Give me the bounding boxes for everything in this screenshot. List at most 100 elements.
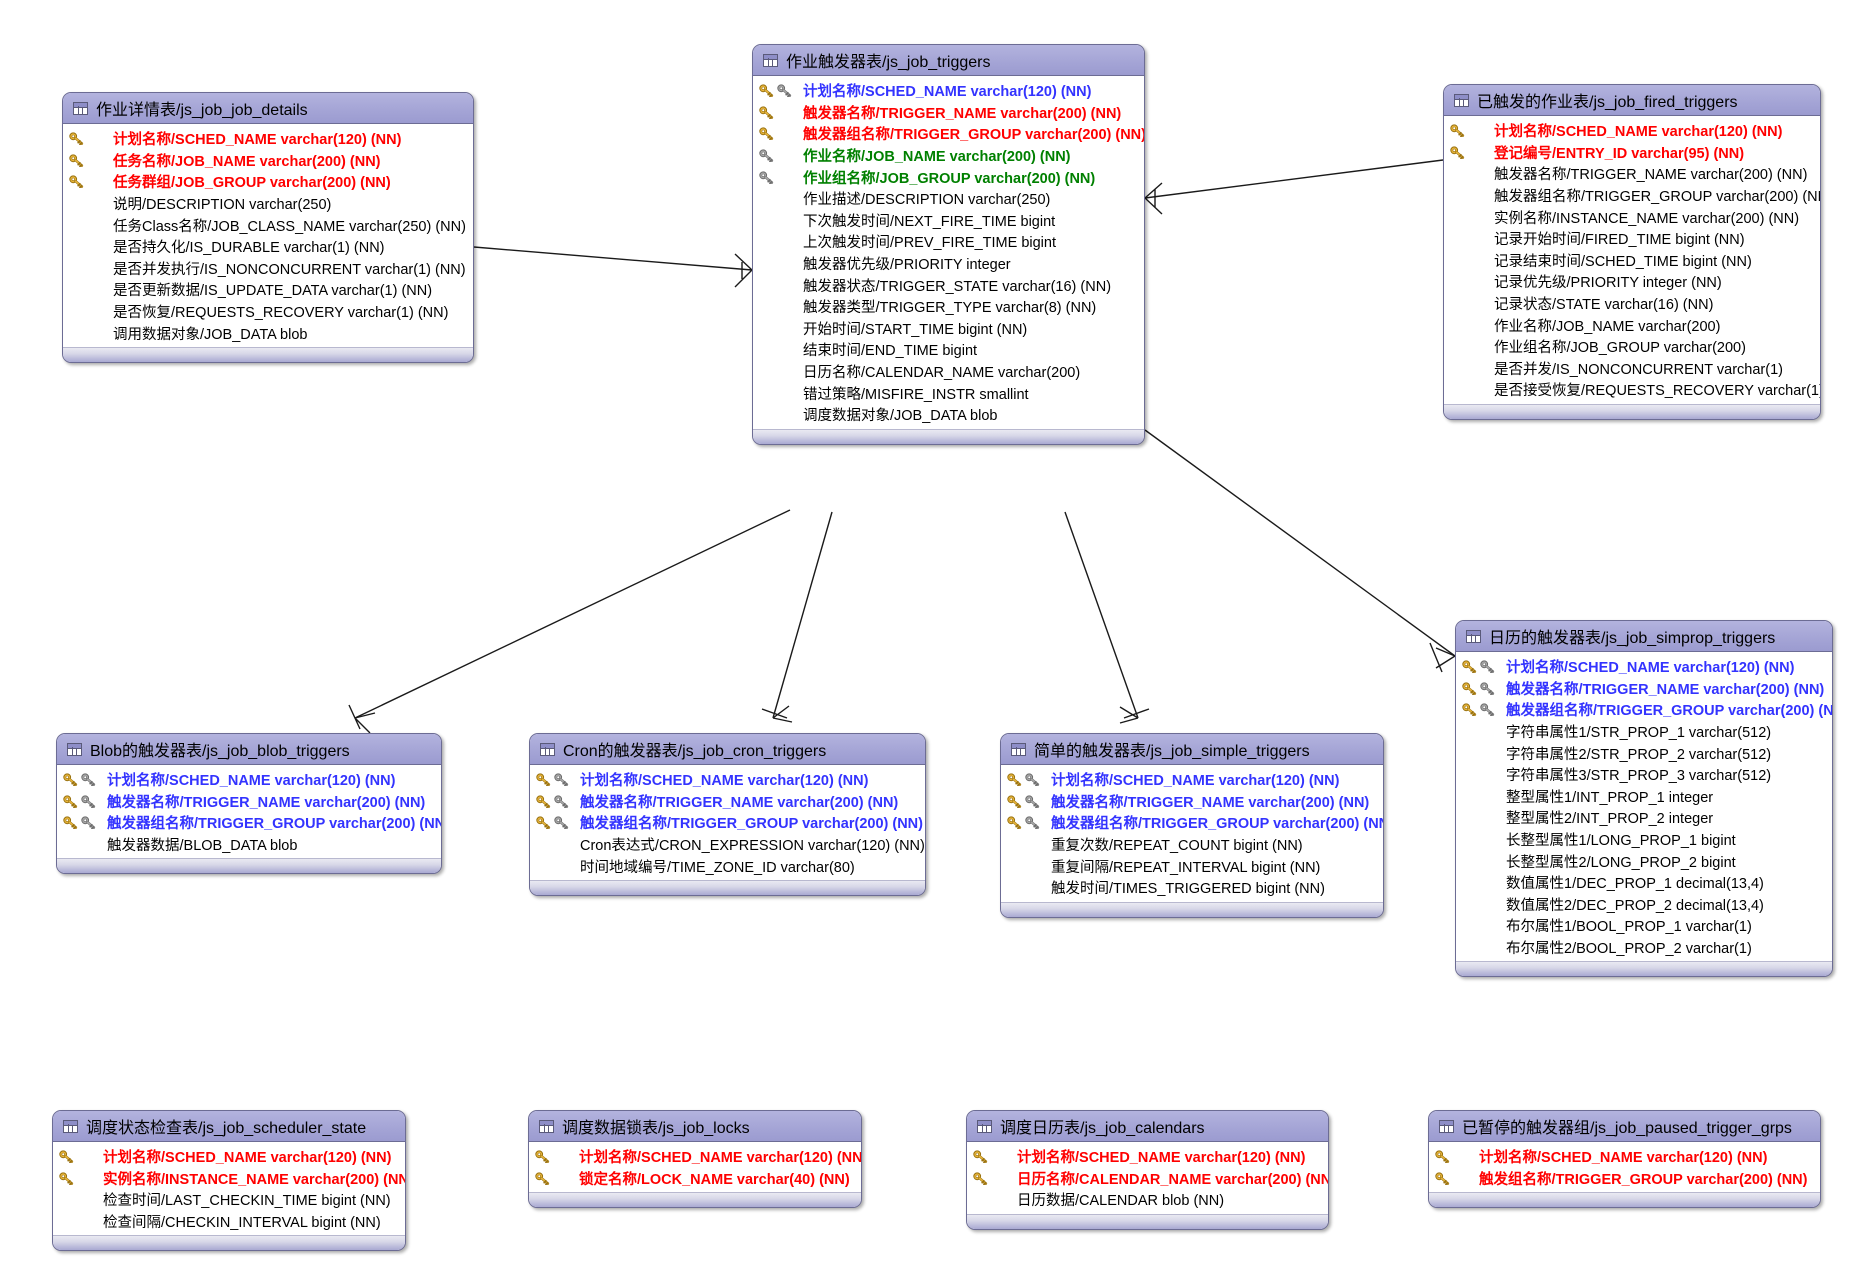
attribute-row[interactable]: 长整型属性2/LONG_PROP_2 bigint	[1456, 850, 1832, 872]
attribute-row[interactable]: 整型属性1/INT_PROP_1 integer	[1456, 786, 1832, 808]
attribute-row[interactable]: 检查间隔/CHECKIN_INTERVAL bigint (NN)	[53, 1211, 405, 1233]
entity-title-calendars[interactable]: 调度日历表/js_job_calendars	[967, 1111, 1328, 1142]
attribute-row[interactable]: 计划名称/SCHED_NAME varchar(120) (NN)	[1456, 656, 1832, 678]
attribute-row[interactable]: 是否恢复/REQUESTS_RECOVERY varchar(1) (NN)	[63, 301, 473, 323]
entity-title-fired_triggers[interactable]: 已触发的作业表/js_job_fired_triggers	[1444, 85, 1820, 116]
attribute-row[interactable]: 触发器组名称/TRIGGER_GROUP varchar(200) (NN)	[1444, 185, 1820, 207]
entity-title-locks[interactable]: 调度数据锁表/js_job_locks	[529, 1111, 861, 1142]
attribute-row[interactable]: 字符串属性1/STR_PROP_1 varchar(512)	[1456, 721, 1832, 743]
attribute-row[interactable]: 任务Class名称/JOB_CLASS_NAME varchar(250) (N…	[63, 214, 473, 236]
attribute-row[interactable]: 记录开始时间/FIRED_TIME bigint (NN)	[1444, 228, 1820, 250]
attribute-row[interactable]: 计划名称/SCHED_NAME varchar(120) (NN)	[753, 80, 1144, 102]
attribute-row[interactable]: 锁定名称/LOCK_NAME varchar(40) (NN)	[529, 1168, 861, 1190]
entity-calendars[interactable]: 调度日历表/js_job_calendars 计划名称/SCHED_NAME va…	[966, 1110, 1329, 1230]
attribute-row[interactable]: 触发器组名称/TRIGGER_GROUP varchar(200) (NN)	[530, 812, 925, 834]
attribute-row[interactable]: 是否更新数据/IS_UPDATE_DATA varchar(1) (NN)	[63, 279, 473, 301]
attribute-row[interactable]: 布尔属性2/BOOL_PROP_2 varchar(1)	[1456, 937, 1832, 959]
attribute-row[interactable]: 触发器名称/TRIGGER_NAME varchar(200) (NN)	[1456, 678, 1832, 700]
entity-title-scheduler_state[interactable]: 调度状态检查表/js_job_scheduler_state	[53, 1111, 405, 1142]
attribute-row[interactable]: 触发器名称/TRIGGER_NAME varchar(200) (NN)	[530, 791, 925, 813]
entity-cron_triggers[interactable]: Cron的触发器表/js_job_cron_triggers 计划名称/SCHED…	[529, 733, 926, 896]
attribute-row[interactable]: 计划名称/SCHED_NAME varchar(120) (NN)	[529, 1146, 861, 1168]
entity-title-cron_triggers[interactable]: Cron的触发器表/js_job_cron_triggers	[530, 734, 925, 765]
attribute-row[interactable]: 说明/DESCRIPTION varchar(250)	[63, 193, 473, 215]
attribute-row[interactable]: 时间地域编号/TIME_ZONE_ID varchar(80)	[530, 855, 925, 877]
attribute-row[interactable]: 是否并发执行/IS_NONCONCURRENT varchar(1) (NN)	[63, 258, 473, 280]
entity-title-triggers[interactable]: 作业触发器表/js_job_triggers	[753, 45, 1144, 76]
attribute-row[interactable]: 作业名称/JOB_NAME varchar(200) (NN)	[753, 145, 1144, 167]
attribute-row[interactable]: 实例名称/INSTANCE_NAME varchar(200) (NN)	[1444, 206, 1820, 228]
attribute-row[interactable]: 作业组名称/JOB_GROUP varchar(200)	[1444, 336, 1820, 358]
attribute-row[interactable]: 实例名称/INSTANCE_NAME varchar(200) (NN)	[53, 1168, 405, 1190]
attribute-row[interactable]: 记录状态/STATE varchar(16) (NN)	[1444, 293, 1820, 315]
attribute-row[interactable]: 日历名称/CALENDAR_NAME varchar(200)	[753, 361, 1144, 383]
attribute-row[interactable]: 重复间隔/REPEAT_INTERVAL bigint (NN)	[1001, 855, 1383, 877]
attribute-row[interactable]: 触发器组名称/TRIGGER_GROUP varchar(200) (NN)	[1456, 699, 1832, 721]
attribute-row[interactable]: 计划名称/SCHED_NAME varchar(120) (NN)	[57, 769, 441, 791]
attribute-row[interactable]: 触发器数据/BLOB_DATA blob	[57, 834, 441, 856]
attribute-row[interactable]: 触发器类型/TRIGGER_TYPE varchar(8) (NN)	[753, 296, 1144, 318]
entity-paused_trigger_grps[interactable]: 已暂停的触发器组/js_job_paused_trigger_grps 计划名称/…	[1428, 1110, 1821, 1209]
attribute-row[interactable]: 计划名称/SCHED_NAME varchar(120) (NN)	[63, 128, 473, 150]
attribute-row[interactable]: 计划名称/SCHED_NAME varchar(120) (NN)	[967, 1146, 1328, 1168]
attribute-row[interactable]: 长整型属性1/LONG_PROP_1 bigint	[1456, 829, 1832, 851]
entity-scheduler_state[interactable]: 调度状态检查表/js_job_scheduler_state 计划名称/SCHED…	[52, 1110, 406, 1252]
attribute-row[interactable]: 错过策略/MISFIRE_INSTR smallint	[753, 382, 1144, 404]
attribute-row[interactable]: 触发组名称/TRIGGER_GROUP varchar(200) (NN)	[1429, 1168, 1820, 1190]
entity-title-simprop_triggers[interactable]: 日历的触发器表/js_job_simprop_triggers	[1456, 621, 1832, 652]
attribute-row[interactable]: 触发器名称/TRIGGER_NAME varchar(200) (NN)	[57, 791, 441, 813]
attribute-row[interactable]: 触发器优先级/PRIORITY integer	[753, 253, 1144, 275]
attribute-row[interactable]: 触发器组名称/TRIGGER_GROUP varchar(200) (NN)	[753, 123, 1144, 145]
entity-title-blob_triggers[interactable]: Blob的触发器表/js_job_blob_triggers	[57, 734, 441, 765]
attribute-row[interactable]: 布尔属性1/BOOL_PROP_1 varchar(1)	[1456, 915, 1832, 937]
attribute-row[interactable]: 上次触发时间/PREV_FIRE_TIME bigint	[753, 231, 1144, 253]
attribute-row[interactable]: 调度数据对象/JOB_DATA blob	[753, 404, 1144, 426]
attribute-row[interactable]: 是否接受恢复/REQUESTS_RECOVERY varchar(1)	[1444, 379, 1820, 401]
attribute-row[interactable]: 数值属性2/DEC_PROP_2 decimal(13,4)	[1456, 894, 1832, 916]
attribute-row[interactable]: 记录优先级/PRIORITY integer (NN)	[1444, 271, 1820, 293]
attribute-row[interactable]: 计划名称/SCHED_NAME varchar(120) (NN)	[1444, 120, 1820, 142]
attribute-row[interactable]: 触发器名称/TRIGGER_NAME varchar(200) (NN)	[753, 102, 1144, 124]
entity-title-job_details[interactable]: 作业详情表/js_job_job_details	[63, 93, 473, 124]
attribute-row[interactable]: 下次触发时间/NEXT_FIRE_TIME bigint	[753, 210, 1144, 232]
attribute-row[interactable]: 日历数据/CALENDAR blob (NN)	[967, 1189, 1328, 1211]
attribute-row[interactable]: 是否持久化/IS_DURABLE varchar(1) (NN)	[63, 236, 473, 258]
attribute-row[interactable]: 数值属性1/DEC_PROP_1 decimal(13,4)	[1456, 872, 1832, 894]
entity-title-paused_trigger_grps[interactable]: 已暂停的触发器组/js_job_paused_trigger_grps	[1429, 1111, 1820, 1142]
attribute-row[interactable]: 触发器名称/TRIGGER_NAME varchar(200) (NN)	[1444, 163, 1820, 185]
attribute-row[interactable]: 计划名称/SCHED_NAME varchar(120) (NN)	[1429, 1146, 1820, 1168]
attribute-row[interactable]: 作业描述/DESCRIPTION varchar(250)	[753, 188, 1144, 210]
entity-blob_triggers[interactable]: Blob的触发器表/js_job_blob_triggers 计划名称/SCHED…	[56, 733, 442, 875]
entity-title-simple_triggers[interactable]: 简单的触发器表/js_job_simple_triggers	[1001, 734, 1383, 765]
attribute-row[interactable]: 触发器组名称/TRIGGER_GROUP varchar(200) (NN)	[57, 812, 441, 834]
attribute-row[interactable]: 结束时间/END_TIME bigint	[753, 339, 1144, 361]
attribute-row[interactable]: 是否并发/IS_NONCONCURRENT varchar(1)	[1444, 358, 1820, 380]
attribute-row[interactable]: 触发器组名称/TRIGGER_GROUP varchar(200) (NN)	[1001, 812, 1383, 834]
attribute-row[interactable]: 作业组名称/JOB_GROUP varchar(200) (NN)	[753, 166, 1144, 188]
attribute-row[interactable]: 调用数据对象/JOB_DATA blob	[63, 322, 473, 344]
attribute-row[interactable]: 字符串属性3/STR_PROP_3 varchar(512)	[1456, 764, 1832, 786]
attribute-row[interactable]: 触发时间/TIMES_TRIGGERED bigint (NN)	[1001, 877, 1383, 899]
entity-fired_triggers[interactable]: 已触发的作业表/js_job_fired_triggers 计划名称/SCHED_…	[1443, 84, 1821, 420]
attribute-row[interactable]: 任务群组/JOB_GROUP varchar(200) (NN)	[63, 171, 473, 193]
entity-triggers[interactable]: 作业触发器表/js_job_triggers 计划名称/SCHED_NAME va…	[752, 44, 1145, 445]
attribute-row[interactable]: 开始时间/START_TIME bigint (NN)	[753, 318, 1144, 340]
attribute-row[interactable]: 记录结束时间/SCHED_TIME bigint (NN)	[1444, 250, 1820, 272]
attribute-row[interactable]: 触发器名称/TRIGGER_NAME varchar(200) (NN)	[1001, 791, 1383, 813]
attribute-row[interactable]: 计划名称/SCHED_NAME varchar(120) (NN)	[1001, 769, 1383, 791]
attribute-row[interactable]: 登记编号/ENTRY_ID varchar(95) (NN)	[1444, 142, 1820, 164]
attribute-row[interactable]: 触发器状态/TRIGGER_STATE varchar(16) (NN)	[753, 274, 1144, 296]
attribute-row[interactable]: 字符串属性2/STR_PROP_2 varchar(512)	[1456, 742, 1832, 764]
attribute-row[interactable]: Cron表达式/CRON_EXPRESSION varchar(120) (NN…	[530, 834, 925, 856]
attribute-row[interactable]: 任务名称/JOB_NAME varchar(200) (NN)	[63, 150, 473, 172]
attribute-row[interactable]: 计划名称/SCHED_NAME varchar(120) (NN)	[53, 1146, 405, 1168]
attribute-row[interactable]: 计划名称/SCHED_NAME varchar(120) (NN)	[530, 769, 925, 791]
attribute-row[interactable]: 日历名称/CALENDAR_NAME varchar(200) (NN)	[967, 1168, 1328, 1190]
entity-simprop_triggers[interactable]: 日历的触发器表/js_job_simprop_triggers 计划名称/SCHE…	[1455, 620, 1833, 978]
attribute-row[interactable]: 检查时间/LAST_CHECKIN_TIME bigint (NN)	[53, 1189, 405, 1211]
attribute-row[interactable]: 重复次数/REPEAT_COUNT bigint (NN)	[1001, 834, 1383, 856]
attribute-row[interactable]: 整型属性2/INT_PROP_2 integer	[1456, 807, 1832, 829]
entity-locks[interactable]: 调度数据锁表/js_job_locks 计划名称/SCHED_NAME varch…	[528, 1110, 862, 1209]
attribute-row[interactable]: 作业名称/JOB_NAME varchar(200)	[1444, 314, 1820, 336]
entity-simple_triggers[interactable]: 简单的触发器表/js_job_simple_triggers 计划名称/SCHED…	[1000, 733, 1384, 918]
